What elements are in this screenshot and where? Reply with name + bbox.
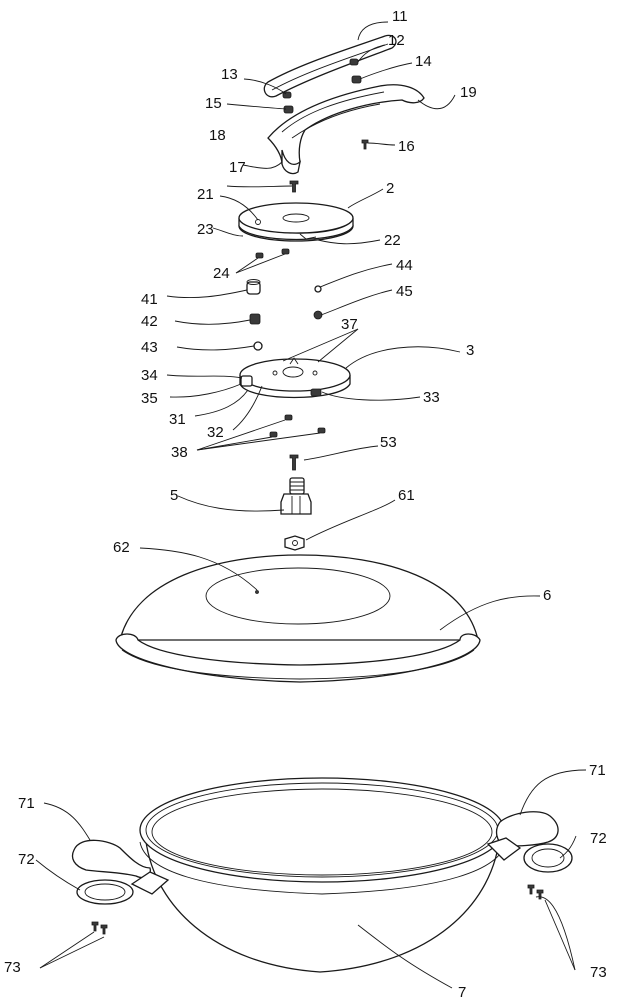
label-42: 42 — [141, 313, 158, 330]
label-17: 17 — [229, 159, 246, 176]
label-7: 7 — [458, 984, 466, 1000]
label-12: 12 — [388, 32, 405, 49]
label-34: 34 — [141, 367, 158, 384]
label-18: 18 — [209, 127, 226, 144]
label-62: 62 — [113, 539, 130, 556]
label-61: 61 — [398, 487, 415, 504]
leader-lines — [35, 21, 587, 989]
label-73-left: 73 — [4, 959, 21, 976]
label-11: 11 — [392, 8, 408, 25]
label-19: 19 — [460, 84, 477, 101]
label-13: 13 — [221, 66, 238, 83]
label-72-left: 72 — [18, 851, 35, 868]
label-71-left: 71 — [18, 795, 35, 812]
label-23: 23 — [197, 221, 214, 238]
right-handle — [486, 811, 573, 900]
label-73-right: 73 — [590, 964, 607, 981]
nut-screw-group — [280, 454, 312, 551]
label-37: 37 — [341, 316, 358, 333]
label-38: 38 — [171, 444, 188, 461]
label-44: 44 — [396, 257, 413, 274]
label-35: 35 — [141, 390, 158, 407]
label-31: 31 — [169, 411, 186, 428]
small-parts-middle — [246, 248, 323, 351]
label-2: 2 — [386, 180, 394, 197]
cover-disc — [238, 202, 354, 242]
base-disc — [239, 357, 351, 438]
label-45: 45 — [396, 283, 413, 300]
label-24: 24 — [213, 265, 230, 282]
label-41: 41 — [141, 291, 158, 308]
label-21: 21 — [197, 186, 214, 203]
label-16: 16 — [398, 138, 415, 155]
label-22: 22 — [384, 232, 401, 249]
left-handle — [71, 839, 170, 935]
lid — [115, 554, 481, 683]
label-3: 3 — [466, 342, 474, 359]
label-53: 53 — [380, 434, 397, 451]
label-72-right: 72 — [590, 830, 607, 847]
label-43: 43 — [141, 339, 158, 356]
label-5: 5 — [170, 487, 178, 504]
handle-body — [267, 84, 425, 175]
label-15: 15 — [205, 95, 222, 112]
part-labels: 11 12 13 14 15 16 17 18 19 2 21 22 23 24… — [4, 8, 607, 1000]
wok — [139, 777, 507, 973]
label-32: 32 — [207, 424, 224, 441]
label-6: 6 — [543, 587, 551, 604]
label-71-right: 71 — [589, 762, 606, 779]
label-33: 33 — [423, 389, 440, 406]
label-14: 14 — [415, 53, 432, 70]
